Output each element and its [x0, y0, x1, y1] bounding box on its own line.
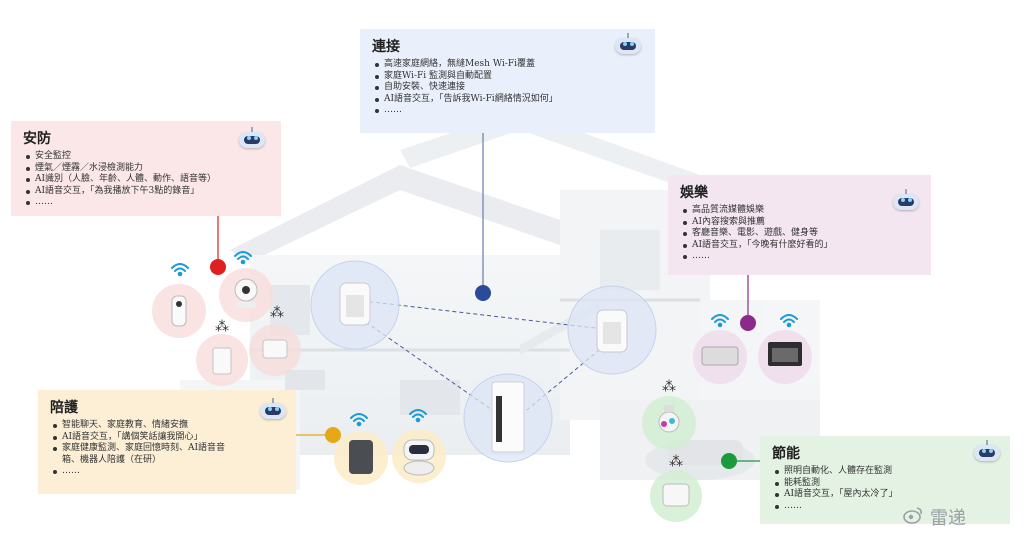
- list-item: 煙氣／煙霧／水浸檢測能力: [26, 163, 271, 175]
- list-item: 家庭Wi-Fi 監測與自動配置: [375, 71, 645, 83]
- companion-title: 陪護: [50, 400, 78, 416]
- energy-marker-dot: [721, 453, 737, 469]
- list-item: 自助安裝、快速連接: [375, 82, 645, 94]
- entertainment-card: 娛樂 高品質流媒體娛樂 AI內容搜索與推薦 客廳音樂、電影、遊戲、健身等 AI語…: [668, 175, 931, 275]
- entertainment-title: 娛樂: [680, 185, 708, 201]
- energy-list: 照明自動化、人體存在監測 能耗監測 AI語音交互，「屋內太冷了」 ……: [772, 466, 1000, 512]
- security-list: 安全監控 煙氣／煙霧／水浸檢測能力 AI識別（人臉、年齡、人體、動作、語音等） …: [23, 151, 271, 209]
- connect-marker-dot: [475, 285, 491, 301]
- list-item: 照明自動化、人體存在監測: [775, 466, 1000, 478]
- list-item: 高品質流媒體娛樂: [683, 205, 921, 217]
- companion-marker-dot: [325, 427, 341, 443]
- list-item: AI內容搜索與推薦: [683, 217, 921, 229]
- robot-icon: [237, 127, 267, 149]
- list-item: AI識別（人臉、年齡、人體、動作、語音等）: [26, 174, 271, 186]
- zigbee-icon: ⁂: [662, 379, 676, 395]
- list-item: 安全監控: [26, 151, 271, 163]
- list-item: ……: [683, 251, 921, 263]
- list-item: ……: [53, 466, 286, 478]
- list-item: 客廳音樂、電影、遊戲、健身等: [683, 228, 921, 240]
- connect-list: 高速家庭網絡，無縫Mesh Wi-Fi覆蓋 家庭Wi-Fi 監測與自動配置 自助…: [372, 59, 645, 117]
- list-item: 家庭健康監測、家庭回憶時刻、AI語音音箱、機器人陪護（在研）: [53, 443, 232, 466]
- list-item: 智能聊天、家庭教育、情緒安撫: [53, 420, 286, 432]
- list-item: AI語音交互，「為我播放下午3點的錄音」: [26, 186, 271, 198]
- entertainment-list: 高品質流媒體娛樂 AI內容搜索與推薦 客廳音樂、電影、遊戲、健身等 AI語音交互…: [680, 205, 921, 263]
- companion-card: 陪護 智能聊天、家庭教育、情緒安撫 AI語音交互，「講個笑話讓我開心」 家庭健康…: [38, 390, 296, 494]
- robot-icon: [258, 398, 288, 420]
- energy-card: 節能 照明自動化、人體存在監測 能耗監測 AI語音交互，「屋內太冷了」 ……: [760, 436, 1010, 524]
- security-card: 安防 安全監控 煙氣／煙霧／水浸檢測能力 AI識別（人臉、年齡、人體、動作、語音…: [11, 121, 281, 216]
- energy-title: 節能: [772, 446, 800, 462]
- zigbee-icon: ⁂: [669, 454, 683, 470]
- companion-list: 智能聊天、家庭教育、情緒安撫 AI語音交互，「講個笑話讓我開心」 家庭健康監測、…: [50, 420, 286, 478]
- connect-title: 連接: [372, 39, 400, 55]
- connect-card: 連接 高速家庭網絡，無縫Mesh Wi-Fi覆蓋 家庭Wi-Fi 監測與自動配置…: [360, 29, 655, 133]
- list-item: AI語音交互，「今晚有什麼好看的」: [683, 240, 921, 252]
- zigbee-icon: ⁂: [270, 305, 284, 321]
- entertainment-marker-dot: [740, 315, 756, 331]
- robot-icon: [613, 33, 643, 55]
- list-item: AI語音交互，「屋內太冷了」: [775, 489, 1000, 501]
- list-item: ……: [26, 197, 271, 209]
- zigbee-icon: ⁂: [215, 319, 229, 335]
- weibo-logo-icon: [903, 507, 922, 524]
- list-item: ……: [775, 501, 1000, 513]
- watermark-text: 雷递: [930, 508, 966, 529]
- robot-icon: [972, 440, 1002, 462]
- list-item: ……: [375, 105, 645, 117]
- list-item: AI語音交互，「講個笑話讓我開心」: [53, 432, 286, 444]
- robot-icon: [891, 189, 921, 211]
- security-title: 安防: [23, 131, 51, 147]
- list-item: AI語音交互，「告訴我Wi-Fi網絡情況如何」: [375, 94, 645, 106]
- security-marker-dot: [210, 259, 226, 275]
- list-item: 高速家庭網絡，無縫Mesh Wi-Fi覆蓋: [375, 59, 645, 71]
- list-item: 能耗監測: [775, 478, 1000, 490]
